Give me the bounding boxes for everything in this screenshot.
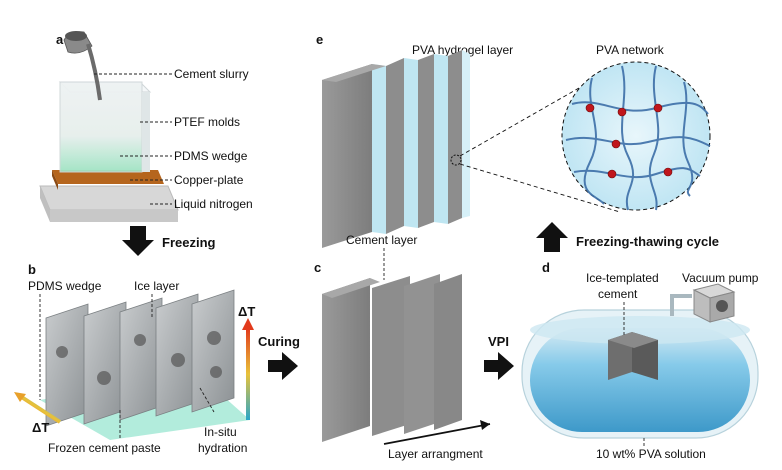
- vpi-arrow: VPI: [484, 334, 514, 380]
- label-pva-hydrogel-layer: PVA hydrogel layer: [412, 43, 513, 57]
- cement-slab-e-2: [386, 58, 404, 234]
- layer-arrangement-arrow: [383, 423, 491, 445]
- label-ice-layer: Ice layer: [134, 279, 179, 293]
- cement-slab-e-4: [448, 50, 462, 224]
- up-arrow-icon: [242, 318, 254, 330]
- label-vacuum-pump: Vacuum pump: [682, 271, 759, 285]
- up-arrow-icon-ft: [536, 222, 568, 252]
- diagonal-arrow-icon: [14, 392, 26, 402]
- label-in-situ: In-situ: [204, 425, 237, 439]
- pva-solution-fill: [530, 328, 750, 432]
- vacuum-pump-icon: [692, 283, 736, 323]
- hydrogel-cement-front: [322, 64, 372, 248]
- arrow-head-icon: [480, 420, 490, 430]
- panel-label-a: a: [56, 32, 64, 47]
- cement-slab-c-2: [372, 276, 410, 436]
- panel-d: d Ice-templated cement Vacuum pump 10 wt…: [521, 260, 759, 461]
- panel-a: a Cement slurry PTEF molds PDMS wedge Co…: [39, 31, 253, 222]
- panel-e: e PVA hydrogel layer Cement layer: [316, 32, 711, 280]
- mold-side: [142, 92, 150, 172]
- delta-t-bar-vertical: [246, 328, 250, 420]
- hydrogel-band-4: [462, 50, 470, 218]
- immersed-cement-top: [608, 332, 658, 348]
- label-freezing: Freezing: [162, 235, 216, 250]
- label-delta-t: ΔT: [238, 304, 255, 319]
- label-freezing-thawing: Freezing-thawing cycle: [576, 234, 719, 249]
- cement-slab-c-4: [434, 274, 462, 430]
- label-cement-layer: Cement layer: [346, 233, 417, 247]
- label-ptef-molds: PTEF molds: [174, 115, 240, 129]
- label-copper-plate: Copper-plate: [174, 173, 244, 187]
- curing-arrow: Curing: [258, 334, 300, 380]
- copper-plate-side: [52, 170, 58, 190]
- label-cement: cement: [598, 287, 638, 301]
- label-delta-t-bottom: ΔT: [32, 420, 49, 435]
- label-layer-arrangement: Layer arrangment: [388, 447, 483, 461]
- slab-top-c: [322, 278, 380, 298]
- label-cement-slurry: Cement slurry: [174, 67, 249, 81]
- liquid-nitrogen-side: [40, 186, 50, 222]
- panel-label-c: c: [314, 260, 321, 275]
- label-curing: Curing: [258, 334, 300, 349]
- label-pdms-wedge: PDMS wedge: [174, 149, 248, 163]
- label-pva-solution: 10 wt% PVA solution: [596, 447, 706, 461]
- down-arrow-icon: [122, 226, 154, 256]
- label-pdms-wedge-b: PDMS wedge: [28, 279, 102, 293]
- delta-t-bar-diagonal: [18, 394, 62, 424]
- right-arrow-icon-vpi: [484, 352, 514, 380]
- label-pva-network: PVA network: [596, 43, 665, 57]
- cement-slab-e-3: [418, 54, 434, 228]
- ptef-mold: [59, 81, 143, 173]
- panel-c: c Layer arrangment: [314, 260, 491, 461]
- label-vpi: VPI: [488, 334, 509, 349]
- hydrogel-band-3: [434, 54, 448, 224]
- panel-label-d: d: [542, 260, 550, 275]
- label-ice-templated: Ice-templated: [586, 271, 659, 285]
- label-frozen-cement-paste: Frozen cement paste: [48, 441, 161, 455]
- label-hydration: hydration: [198, 441, 247, 455]
- right-arrow-icon-curing: [268, 352, 298, 380]
- copper-plate: [52, 170, 164, 184]
- hydrogel-band-1: [372, 64, 386, 234]
- block-top-e: [322, 64, 386, 82]
- cement-slab-c-1: [322, 278, 370, 442]
- liquid-nitrogen-front: [50, 210, 178, 222]
- zoom-spot: [450, 154, 462, 166]
- pva-network-circle: [561, 61, 711, 211]
- freezing-arrow: Freezing: [122, 226, 216, 256]
- cement-slab-c-3: [404, 274, 440, 434]
- liquid-nitrogen-block: [39, 185, 179, 211]
- panel-label-b: b: [28, 262, 36, 277]
- zoom-line-upper: [459, 75, 601, 157]
- liquid-surface: [530, 316, 750, 344]
- label-liquid-nitrogen: Liquid nitrogen: [174, 197, 253, 211]
- panel-label-e: e: [316, 32, 323, 47]
- pour-cup-icon: [63, 31, 102, 101]
- freezing-thawing-arrow: Freezing-thawing cycle: [536, 222, 719, 252]
- vacuum-pipe: [670, 294, 692, 316]
- hydrogel-band-2: [404, 58, 418, 228]
- frozen-plates: [45, 289, 235, 427]
- panel-b: b PDMS wedge Ice layer ΔT ΔT: [14, 262, 255, 455]
